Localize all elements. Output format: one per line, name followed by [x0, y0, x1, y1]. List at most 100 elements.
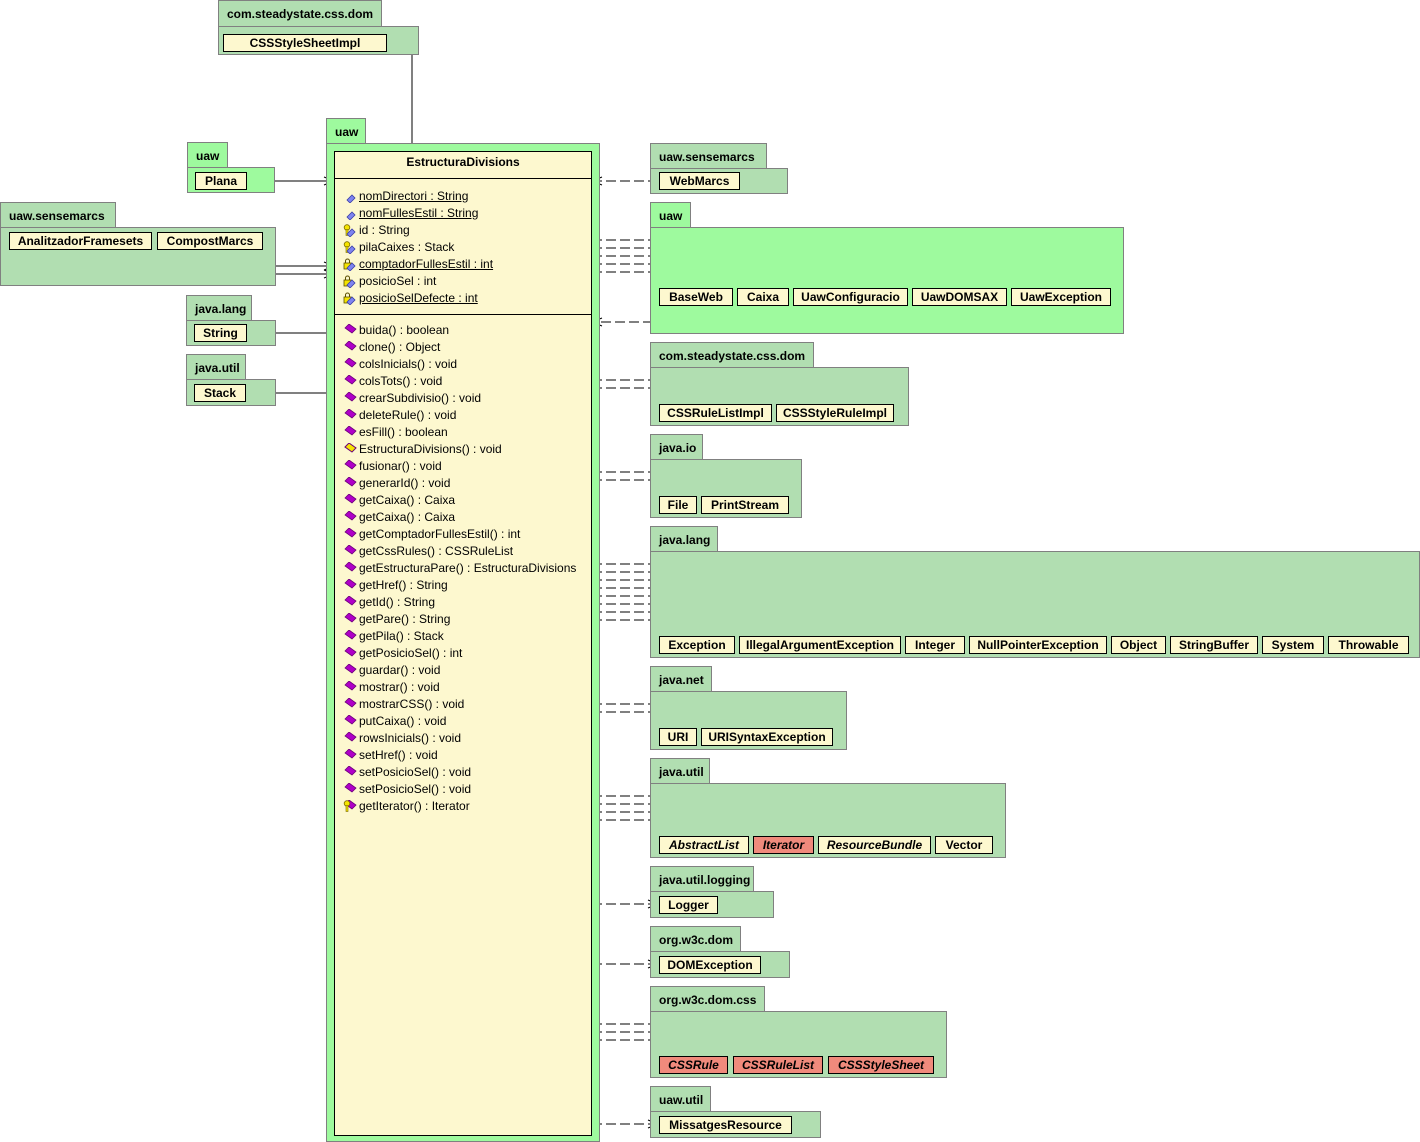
class-uawexception[interactable]: UawException: [1011, 288, 1111, 306]
operation-item[interactable]: getPosicioSel() : int: [335, 645, 591, 662]
operation-item[interactable]: deleteRule() : void: [335, 407, 591, 424]
operation-item[interactable]: colsTots() : void: [335, 373, 591, 390]
class-caixa[interactable]: Caixa: [737, 288, 789, 306]
attribute-item[interactable]: nomDirectori : String: [335, 188, 591, 205]
interface-cssstylesheet[interactable]: CSSStyleSheet: [828, 1056, 934, 1074]
class-stack[interactable]: Stack: [194, 384, 246, 402]
operation-item[interactable]: getEstructuraPare() : EstructuraDivision…: [335, 560, 591, 577]
class-object[interactable]: Object: [1111, 636, 1166, 654]
operation-item[interactable]: getIterator() : Iterator: [335, 798, 591, 815]
class-urisyntaxexception[interactable]: URISyntaxException: [701, 728, 833, 746]
operation-item[interactable]: mostrarCSS() : void: [335, 696, 591, 713]
class-estructuradivisions[interactable]: EstructuraDivisions nomDirectori : Strin…: [334, 151, 592, 1136]
class-compostmarcs[interactable]: CompostMarcs: [157, 232, 263, 250]
class-stringbuffer[interactable]: StringBuffer: [1170, 636, 1258, 654]
class-throwable[interactable]: Throwable: [1328, 636, 1409, 654]
class-system[interactable]: System: [1262, 636, 1324, 654]
operation-item[interactable]: getPare() : String: [335, 611, 591, 628]
operation-label: deleteRule() : void: [359, 408, 457, 422]
package-tab-java-util-left: java.util: [186, 354, 246, 380]
operation-label: buida() : boolean: [359, 323, 450, 337]
operation-label: getCaixa() : Caixa: [359, 493, 456, 507]
public-method-icon: [344, 749, 357, 759]
operation-item[interactable]: getPila() : Stack: [335, 628, 591, 645]
operation-item[interactable]: getComptadorFullesEstil() : int: [335, 526, 591, 543]
class-printstream[interactable]: PrintStream: [701, 496, 789, 514]
operation-item[interactable]: buida() : boolean: [335, 322, 591, 339]
attribute-item[interactable]: nomFullesEstil : String: [335, 205, 591, 222]
class-missatgesresource[interactable]: MissatgesResource: [659, 1116, 792, 1134]
operation-item[interactable]: fusionar() : void: [335, 458, 591, 475]
operation-label: esFill() : boolean: [359, 425, 448, 439]
class-logger[interactable]: Logger: [659, 896, 718, 914]
operation-item[interactable]: colsInicials() : void: [335, 356, 591, 373]
constructor-icon: [344, 443, 357, 453]
operation-item[interactable]: getCaixa() : Caixa: [335, 492, 591, 509]
public-method-icon: [344, 341, 357, 351]
interface-cssrule[interactable]: CSSRule: [659, 1056, 728, 1074]
class-vector[interactable]: Vector: [935, 836, 993, 854]
attribute-item[interactable]: comptadorFullesEstil : int: [335, 256, 591, 273]
interface-cssrulelist[interactable]: CSSRuleList: [733, 1056, 823, 1074]
operation-item[interactable]: setHref() : void: [335, 747, 591, 764]
class-cssstyleruleimpl[interactable]: CSSStyleRuleImpl: [776, 404, 894, 422]
interface-iterator[interactable]: Iterator: [753, 836, 814, 854]
class-exception[interactable]: Exception: [659, 636, 735, 654]
package-tab-java-lang-left: java.lang: [186, 295, 252, 321]
private-field-icon: [343, 292, 356, 305]
attribute-label: posicioSelDefecte : int: [359, 291, 478, 305]
package-tab-uaw-plana: uaw: [187, 142, 228, 168]
operation-item[interactable]: clone() : Object: [335, 339, 591, 356]
class-uawdomsax[interactable]: UawDOMSAX: [912, 288, 1007, 306]
private-field-icon: [343, 258, 356, 271]
operation-label: guardar() : void: [359, 663, 441, 677]
public-method-icon: [344, 375, 357, 385]
public-method-icon: [344, 392, 357, 402]
public-field-icon: [346, 194, 356, 203]
operation-item[interactable]: guardar() : void: [335, 662, 591, 679]
class-integer[interactable]: Integer: [905, 636, 965, 654]
operation-item[interactable]: getHref() : String: [335, 577, 591, 594]
operation-item[interactable]: rowsInicials() : void: [335, 730, 591, 747]
operation-item[interactable]: getCaixa() : Caixa: [335, 509, 591, 526]
public-method-icon: [344, 613, 357, 623]
class-cssstylesheetimpl[interactable]: CSSStyleSheetImpl: [223, 34, 387, 52]
class-resourcebundle[interactable]: ResourceBundle: [818, 836, 931, 854]
operation-label: getEstructuraPare() : EstructuraDivision…: [359, 561, 577, 575]
class-uri[interactable]: URI: [659, 728, 697, 746]
public-method-icon: [344, 545, 357, 555]
operation-label: setPosicioSel() : void: [359, 765, 472, 779]
operation-item[interactable]: setPosicioSel() : void: [335, 764, 591, 781]
operation-item[interactable]: putCaixa() : void: [335, 713, 591, 730]
operation-item[interactable]: EstructuraDivisions() : void: [335, 441, 591, 458]
class-baseweb[interactable]: BaseWeb: [659, 288, 733, 306]
operation-label: mostrar() : void: [359, 680, 440, 694]
operation-item[interactable]: crearSubdivisio() : void: [335, 390, 591, 407]
class-string[interactable]: String: [194, 324, 247, 342]
public-method-icon: [344, 358, 357, 368]
attribute-item[interactable]: posicioSel : int: [335, 273, 591, 290]
public-method-icon: [344, 494, 357, 504]
class-plana[interactable]: Plana: [195, 172, 247, 190]
operation-item[interactable]: mostrar() : void: [335, 679, 591, 696]
class-analitzadorframesets[interactable]: AnalitzadorFramesets: [9, 232, 152, 250]
operation-label: crearSubdivisio() : void: [359, 391, 482, 405]
operation-item[interactable]: getCssRules() : CSSRuleList: [335, 543, 591, 560]
attribute-item[interactable]: posicioSelDefecte : int: [335, 290, 591, 307]
class-domexception[interactable]: DOMException: [659, 956, 761, 974]
attribute-item[interactable]: pilaCaixes : Stack: [335, 239, 591, 256]
operation-item[interactable]: setPosicioSel() : void: [335, 781, 591, 798]
class-illegalargumentexception[interactable]: IllegalArgumentException: [739, 636, 901, 654]
class-abstractlist[interactable]: AbstractList: [659, 836, 749, 854]
operation-item[interactable]: generarId() : void: [335, 475, 591, 492]
class-file[interactable]: File: [659, 496, 697, 514]
operation-item[interactable]: getId() : String: [335, 594, 591, 611]
attribute-item[interactable]: id : String: [335, 222, 591, 239]
class-uawconfiguracio[interactable]: UawConfiguracio: [793, 288, 908, 306]
class-webmarcs[interactable]: WebMarcs: [659, 172, 740, 190]
class-cssrulelistimpl[interactable]: CSSRuleListImpl: [659, 404, 772, 422]
operation-item[interactable]: esFill() : boolean: [335, 424, 591, 441]
operation-label: getIterator() : Iterator: [359, 799, 470, 813]
class-nullpointerexception[interactable]: NullPointerException: [969, 636, 1107, 654]
